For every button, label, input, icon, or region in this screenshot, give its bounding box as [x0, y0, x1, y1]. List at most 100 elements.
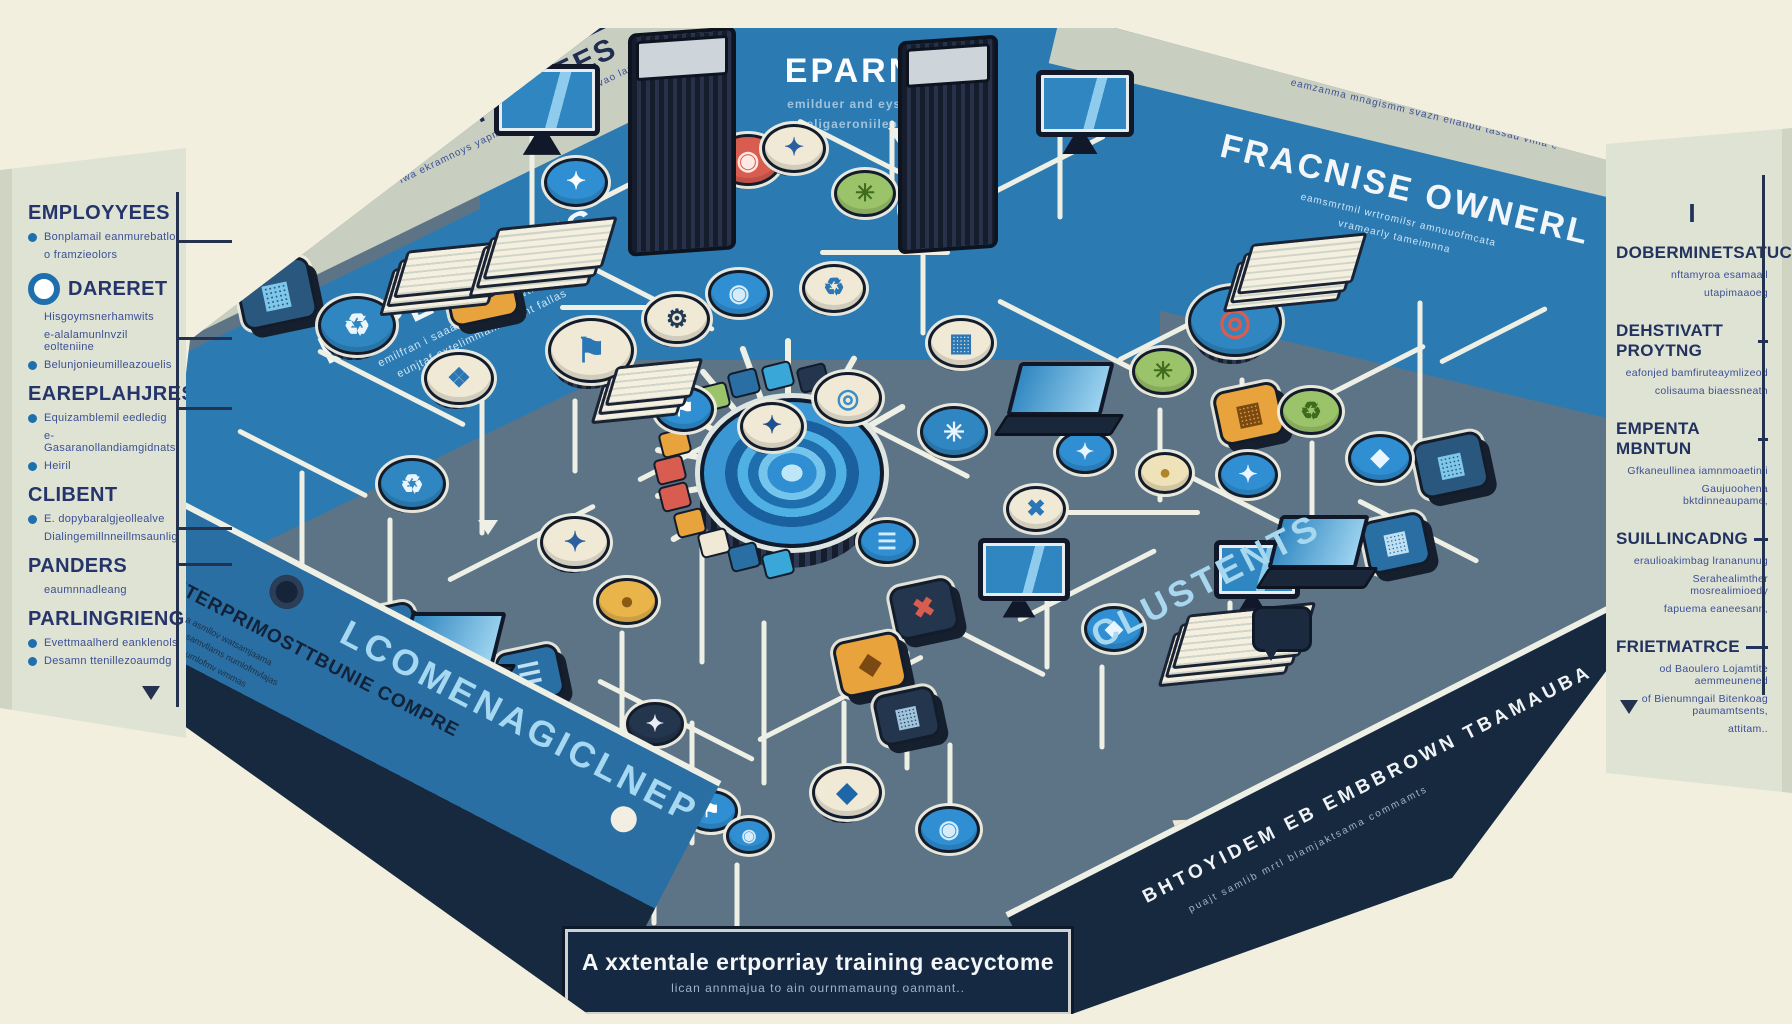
- bullet-dot-icon: [28, 232, 37, 242]
- gold-node: ●: [1138, 452, 1192, 500]
- error-tile: ✖: [887, 575, 961, 642]
- connector-line: [699, 544, 705, 665]
- doc-node-top: ❖: [424, 352, 494, 406]
- green-node-icon: ✳: [854, 179, 876, 207]
- right-down-arrow-icon: [1620, 700, 1638, 714]
- laptop-right-base: [1255, 567, 1379, 589]
- sidebar-item: e-alalamunlnvzil eolteniine: [28, 329, 178, 353]
- tile-node-icon: ▦: [949, 328, 973, 357]
- bullet-dot-icon: [28, 461, 37, 471]
- right-line: Serahealimther mosrealimioedy: [1690, 573, 1768, 597]
- sidebar-item: e-Gasaranollandiamgidnats: [28, 430, 178, 454]
- stack-node-icon: ☰: [877, 529, 897, 555]
- label: Bonplamail eanmurebatlo: [44, 231, 176, 243]
- banner-title: A xxtentale ertporriay training eacyctom…: [581, 949, 1055, 975]
- label: eaumnnadleang: [44, 584, 127, 596]
- ring-node-top: ◎: [814, 372, 882, 424]
- sidebar-heading: PARLINGRIENGS: [28, 608, 186, 631]
- monitor-topright: [1036, 70, 1134, 155]
- cream-node: ✦: [762, 124, 826, 182]
- label: PARLINGRIENGS: [28, 608, 199, 630]
- heading-dash: [1745, 645, 1768, 649]
- webcam-icon: [263, 569, 310, 615]
- person-node-top: ✦: [540, 516, 610, 570]
- blue-node-3-icon: ◉: [938, 815, 960, 843]
- x-node: ✖: [1006, 486, 1066, 540]
- green-node-3-top: ♻: [1280, 388, 1342, 436]
- green-node: ✳: [834, 170, 896, 226]
- connector-line: [1417, 300, 1423, 446]
- monitor-tile-icon: ▦: [1434, 446, 1468, 484]
- spark-node-icon: ✦: [565, 168, 587, 196]
- partners-title: EPARNERS: [784, 52, 996, 90]
- right-line: Gfkaneullinea iamnmoaetinti: [1627, 465, 1768, 477]
- connector-line: [1060, 510, 1200, 515]
- cream-node-top: ✦: [762, 124, 826, 173]
- label: DARERET: [68, 277, 168, 300]
- connector-line: [572, 398, 578, 474]
- partners-sub1: emilduer and eysromnl emiling: [787, 97, 993, 111]
- drop-node-top: ◆: [1084, 606, 1144, 652]
- x-node-top: ✖: [1006, 486, 1066, 532]
- fist-node-icon: ✦: [761, 412, 783, 440]
- sidebar-item: Belunjonieumilleazouelis: [28, 359, 178, 371]
- monitor-topright-stand: [1062, 136, 1098, 155]
- bullet-dot-icon: [28, 360, 37, 370]
- label: Belunjonieumilleazouelis: [44, 359, 172, 371]
- dark-tile-icon: ▦: [891, 698, 923, 734]
- recycle-node-icon: ♻: [823, 274, 845, 302]
- flag-node-icon: ⚑: [575, 331, 607, 370]
- label: DOBERMINETSATUCA: [1616, 243, 1792, 262]
- laptop-center-base: [993, 414, 1125, 436]
- monitor-center: [978, 538, 1070, 618]
- right-line: fapuema eaneesann,: [1663, 603, 1768, 615]
- bullet-dot-icon: [28, 514, 37, 524]
- spark-node-top: ✦: [544, 158, 608, 207]
- connector-line: [560, 305, 680, 310]
- left-tick-1: [176, 240, 232, 243]
- bottom-banner: A xxtentale ertporriay training eacyctom…: [562, 926, 1074, 1014]
- blue-tile-icon: ▦: [1380, 524, 1412, 560]
- label: Evettmaalherd eanklenols: [44, 637, 178, 649]
- label: Equizamblemil eedledig: [44, 412, 167, 424]
- dark-tile: ▦: [871, 684, 943, 748]
- gold-tile-icon: ◆: [855, 645, 885, 682]
- sidebar-item: Equizamblemil eedledig: [28, 412, 178, 424]
- right-line: eraulioakimbag lrananunug: [1633, 555, 1768, 567]
- document-stack-3: [1222, 232, 1368, 316]
- dot-node-top: ◉: [726, 818, 772, 854]
- bullet-dot-icon: [28, 413, 37, 423]
- swirl-node-2: ♻: [378, 458, 446, 520]
- gear-node-top: ⚙: [644, 294, 710, 345]
- label: EMPLOYYEES: [28, 202, 170, 224]
- monitor-center-stand: [1002, 601, 1036, 618]
- right-line: eafonjed bamfiruteaymlizeod: [1625, 367, 1768, 379]
- coin-node: ●: [596, 578, 658, 634]
- server-tower-right-cap: [906, 43, 990, 88]
- swirl-node-icon: ♻: [343, 308, 371, 342]
- cream-node-icon: ✦: [783, 134, 805, 162]
- green-node-3-icon: ♻: [1300, 397, 1322, 425]
- sidebar-item: Evettmaalherd eanklenols: [28, 637, 178, 649]
- connector-line: [820, 250, 950, 255]
- right-heading: FRIETMATRCE: [1616, 637, 1768, 657]
- dot-node: ◉: [726, 818, 772, 858]
- right-line: attitam..: [1727, 723, 1768, 735]
- orange-tile-icon: ▦: [1232, 395, 1266, 432]
- x-node-icon: ✖: [1026, 495, 1046, 522]
- right-heading: DOBERMINETSATUCA: [1616, 243, 1792, 263]
- green-node-2-icon: ✳: [1152, 357, 1174, 385]
- sidebar-heading: EAREPLAHJRES: [28, 383, 186, 406]
- label: Heiril: [44, 460, 71, 472]
- sidebar-heading: PANDERS: [28, 555, 178, 578]
- document-stack-4: [590, 357, 704, 424]
- label: Desamn ttenillezoaumdg: [44, 655, 172, 667]
